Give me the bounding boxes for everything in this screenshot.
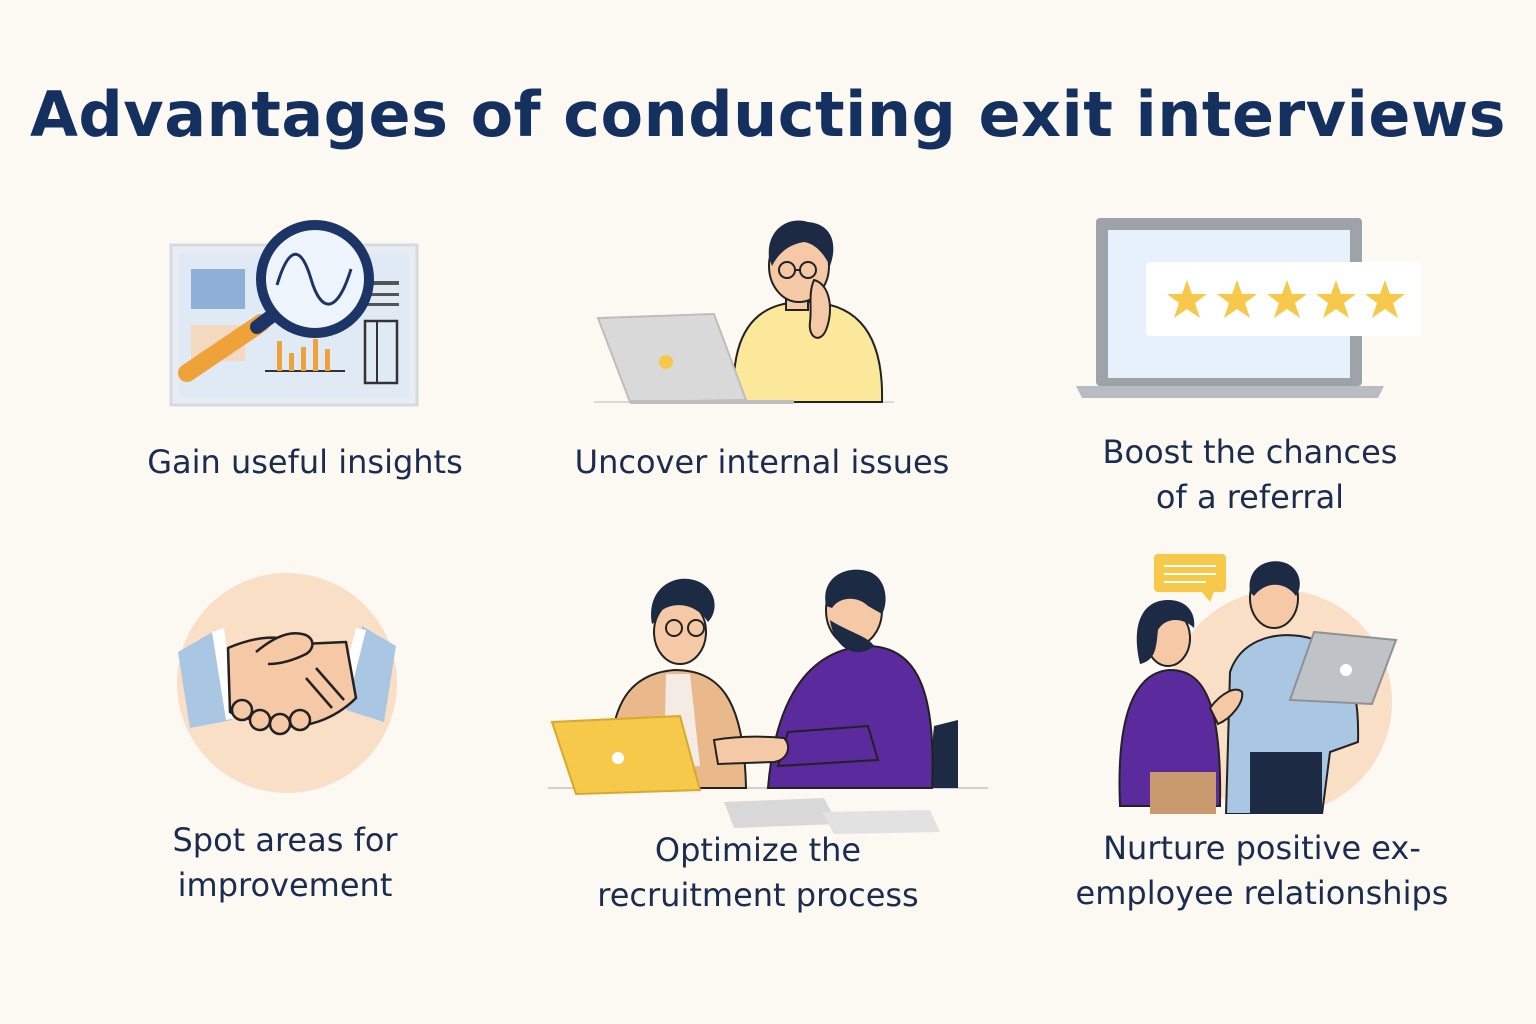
- page-title: Advantages of conducting exit interviews: [29, 78, 1507, 151]
- caption-nurture-relationships: Nurture positive ex- employee relationsh…: [1062, 826, 1462, 916]
- caption-line: employee relationships: [1075, 874, 1449, 912]
- handshake-icon: [177, 573, 397, 793]
- caption-line: Nurture positive ex-: [1103, 829, 1421, 867]
- caption-line: recruitment process: [597, 876, 919, 914]
- caption-line: of a referral: [1155, 478, 1345, 516]
- caption-boost-referral: Boost the chances of a referral: [1070, 430, 1430, 520]
- laptop-five-stars-icon: [1076, 218, 1422, 398]
- caption-line: Gain useful insights: [147, 443, 463, 481]
- caption-line: improvement: [177, 866, 393, 904]
- caption-spot-improvement: Spot areas for improvement: [130, 818, 440, 908]
- thinking-person-laptop-icon: [594, 220, 894, 404]
- magnifier-dashboard-icon: [169, 220, 419, 407]
- caption-line: Uncover internal issues: [574, 443, 950, 481]
- caption-line: Optimize the: [654, 831, 862, 869]
- meeting-at-table-icon: [548, 569, 988, 834]
- caption-line: Spot areas for: [172, 821, 398, 859]
- caption-optimize-recruitment: Optimize the recruitment process: [578, 828, 938, 918]
- caption-gain-insights: Gain useful insights: [125, 440, 485, 485]
- caption-line: Boost the chances: [1102, 433, 1398, 471]
- caption-uncover-issues: Uncover internal issues: [572, 440, 952, 485]
- two-people-chatting-icon: [1118, 554, 1398, 814]
